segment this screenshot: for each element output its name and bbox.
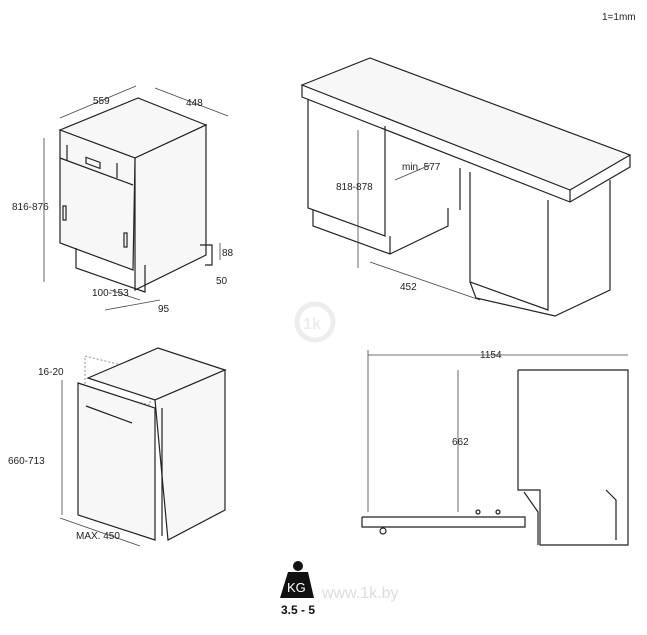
side-view-drawing bbox=[361, 369, 629, 546]
weight-icon: KG bbox=[280, 561, 314, 598]
scale-note: 1=1mm bbox=[602, 12, 636, 23]
watermark-logo: 1k bbox=[294, 301, 336, 343]
width-label: 559 bbox=[93, 96, 110, 107]
open-depth-label: 1154 bbox=[480, 350, 502, 361]
niche-height-label: 818-878 bbox=[336, 182, 373, 193]
door-gap-label-2: 16-20 bbox=[38, 367, 64, 378]
niche-depth-label: 452 bbox=[400, 282, 417, 293]
cabinet-dimensions: 818-878 min. 577 452 bbox=[336, 130, 481, 301]
door-weight-value: 3.5 - 5 bbox=[281, 603, 315, 617]
height-label: 816-876 bbox=[12, 202, 49, 213]
depth-label: 448 bbox=[186, 98, 203, 109]
door-dimensions: 16-20 660-713 MAX. 450 bbox=[8, 367, 141, 547]
door-gap-label: 95 bbox=[158, 304, 170, 315]
niche-width-label: min. 577 bbox=[402, 162, 441, 173]
door-height-label: 660-713 bbox=[8, 456, 45, 467]
side-door-height-label: 662 bbox=[452, 437, 469, 448]
cabinet-niche-drawing bbox=[300, 57, 632, 317]
side-view-dimensions: 1154 662 bbox=[367, 350, 628, 512]
plinth-depth-label: 50 bbox=[216, 276, 228, 287]
door-width-label: MAX. 450 bbox=[76, 531, 120, 542]
weight-unit: KG bbox=[287, 580, 306, 595]
door-offset-label: 100-153 bbox=[92, 288, 129, 299]
watermark-text: www.1k.by bbox=[321, 585, 398, 602]
built-in-dishwasher-drawing bbox=[58, 97, 213, 293]
plinth-height-label: 88 bbox=[222, 248, 234, 259]
svg-text:1k: 1k bbox=[303, 316, 321, 333]
door-panel-drawing bbox=[77, 347, 227, 541]
built-in-dimensions: 559 448 816-876 88 50 100-153 95 bbox=[12, 85, 234, 315]
